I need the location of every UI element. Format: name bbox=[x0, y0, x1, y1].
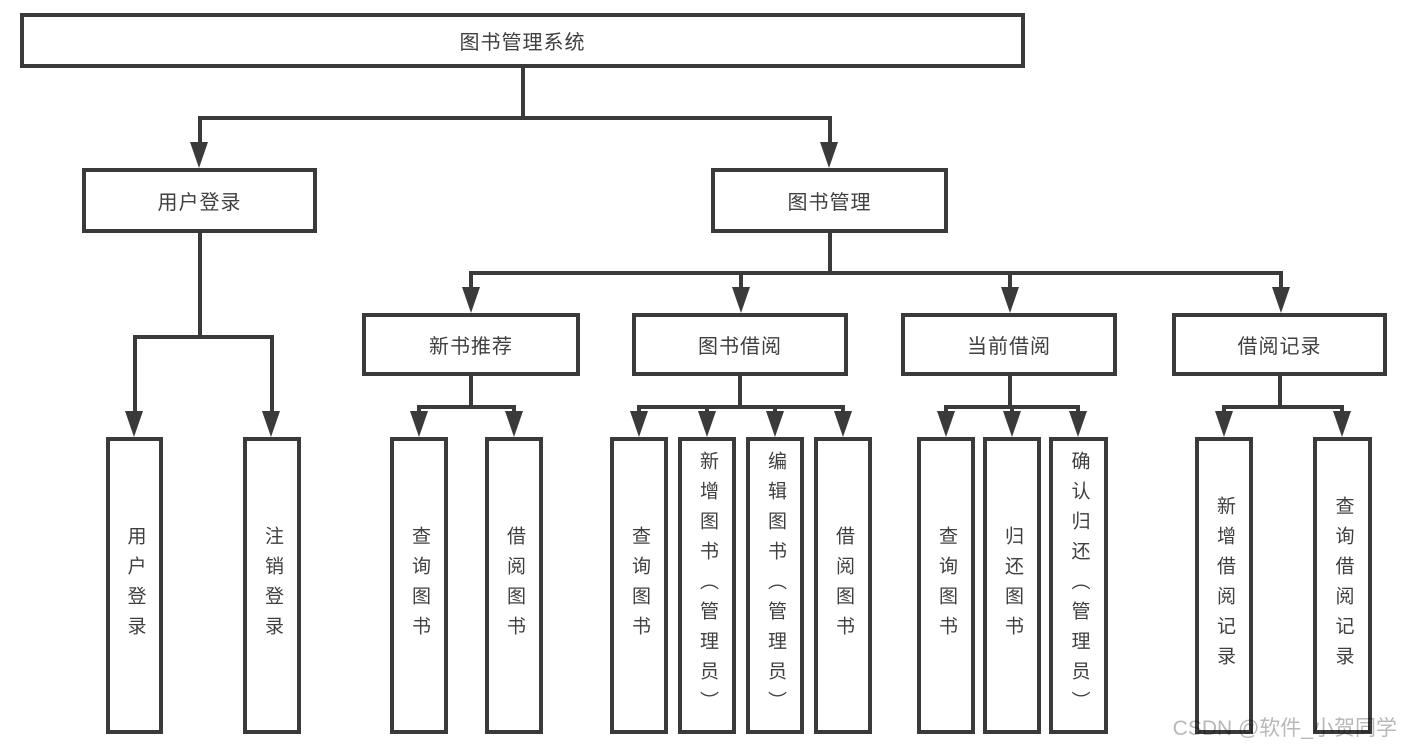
arrowhead-down-icon bbox=[766, 411, 784, 437]
connector-line bbox=[417, 405, 421, 414]
connector-line bbox=[1278, 376, 1282, 408]
arrowhead-down-icon bbox=[1215, 411, 1233, 437]
connector-line bbox=[469, 271, 473, 289]
arrowhead-down-icon bbox=[262, 411, 280, 437]
leaf-label: 新增图书（管理员） bbox=[697, 450, 718, 721]
connector-line bbox=[417, 405, 516, 409]
leaf-user-login: 用户登录 bbox=[106, 437, 163, 734]
leaf-query-books-current: 查询图书 bbox=[917, 437, 975, 734]
leaf-label: 借阅图书 bbox=[833, 525, 854, 646]
leaf-edit-books-admin: 编辑图书（管理员） bbox=[746, 437, 804, 734]
connector-line bbox=[637, 405, 845, 409]
leaf-add-books-admin: 新增图书（管理员） bbox=[678, 437, 736, 734]
node-current-borrowing: 当前借阅 bbox=[901, 313, 1117, 376]
leaf-label: 借阅图书 bbox=[504, 525, 525, 646]
leaf-label: 确认归还（管理员） bbox=[1068, 450, 1090, 721]
leaf-query-books-recommend: 查询图书 bbox=[390, 437, 448, 734]
leaf-query-books-borrowing: 查询图书 bbox=[610, 437, 668, 734]
connector-line bbox=[1279, 271, 1283, 289]
connector-line bbox=[1010, 405, 1014, 414]
leaf-add-borrow-record: 新增借阅记录 bbox=[1195, 437, 1253, 734]
leaf-label: 归还图书 bbox=[1002, 525, 1023, 646]
node-label: 用户登录 bbox=[157, 192, 242, 214]
leaf-label: 新增借阅记录 bbox=[1214, 495, 1235, 676]
connector-line bbox=[133, 335, 274, 339]
leaf-query-borrow-record: 查询借阅记录 bbox=[1313, 437, 1372, 734]
arrowhead-down-icon bbox=[410, 411, 428, 437]
connector-line bbox=[521, 68, 525, 118]
leaf-label: 查询借阅记录 bbox=[1332, 495, 1354, 676]
node-label: 图书借阅 bbox=[698, 336, 782, 358]
node-book-management: 图书管理 bbox=[711, 168, 948, 233]
connector-line bbox=[1076, 405, 1080, 414]
connector-line bbox=[1008, 271, 1012, 289]
leaf-label: 查询图书 bbox=[936, 525, 957, 646]
connector-line bbox=[198, 116, 832, 120]
arrowhead-down-icon bbox=[1003, 411, 1021, 437]
connector-line bbox=[198, 116, 202, 146]
leaf-label: 查询图书 bbox=[629, 525, 650, 646]
arrowhead-down-icon bbox=[820, 142, 838, 168]
connector-line bbox=[705, 405, 709, 414]
arrowhead-down-icon bbox=[1333, 411, 1351, 437]
arrowhead-down-icon bbox=[190, 142, 208, 168]
connector-line bbox=[1222, 405, 1226, 414]
arrowhead-down-icon bbox=[834, 411, 852, 437]
node-label: 当前借阅 bbox=[967, 336, 1051, 358]
connector-line bbox=[828, 233, 832, 275]
connector-line bbox=[469, 376, 473, 408]
connector-line bbox=[198, 233, 202, 337]
leaf-return-books: 归还图书 bbox=[983, 437, 1041, 734]
arrowhead-down-icon bbox=[1272, 287, 1290, 313]
connector-line bbox=[1008, 376, 1012, 408]
node-borrowing-records: 借阅记录 bbox=[1172, 313, 1387, 376]
node-library-system: 图书管理系统 bbox=[20, 13, 1025, 68]
arrowhead-down-icon bbox=[1069, 411, 1087, 437]
leaf-label: 编辑图书（管理员） bbox=[765, 450, 786, 721]
node-user-login: 用户登录 bbox=[82, 168, 317, 233]
connector-line bbox=[133, 335, 137, 414]
arrowhead-down-icon bbox=[125, 411, 143, 437]
connector-line bbox=[739, 271, 743, 289]
leaf-label: 注销登录 bbox=[262, 525, 283, 646]
connector-line bbox=[944, 405, 948, 414]
csdn-watermark: CSDN @软件_小贺同学 bbox=[1172, 717, 1397, 740]
leaf-logout: 注销登录 bbox=[243, 437, 301, 734]
connector-line bbox=[512, 405, 516, 414]
node-label: 新书推荐 bbox=[429, 336, 513, 358]
arrowhead-down-icon bbox=[630, 411, 648, 437]
connector-line bbox=[773, 405, 777, 414]
node-label: 图书管理系统 bbox=[459, 32, 586, 54]
connector-line bbox=[270, 335, 274, 414]
leaf-borrow-books-recommend: 借阅图书 bbox=[485, 437, 543, 734]
node-book-borrowing: 图书借阅 bbox=[632, 313, 848, 376]
arrowhead-down-icon bbox=[462, 287, 480, 313]
connector-line bbox=[1222, 405, 1344, 409]
connector-line bbox=[469, 271, 1283, 275]
connector-line bbox=[841, 405, 845, 414]
leaf-label: 用户登录 bbox=[124, 525, 146, 646]
connector-line bbox=[1340, 405, 1344, 414]
arrowhead-down-icon bbox=[505, 411, 523, 437]
arrowhead-down-icon bbox=[732, 287, 750, 313]
node-label: 图书管理 bbox=[787, 192, 872, 214]
leaf-confirm-return-admin: 确认归还（管理员） bbox=[1049, 437, 1108, 734]
connector-line bbox=[738, 376, 742, 408]
arrowhead-down-icon bbox=[937, 411, 955, 437]
leaf-label: 查询图书 bbox=[409, 525, 430, 646]
leaf-borrow-books-borrowing: 借阅图书 bbox=[814, 437, 872, 734]
node-new-book-recommendation: 新书推荐 bbox=[362, 313, 580, 376]
arrowhead-down-icon bbox=[698, 411, 716, 437]
connector-line bbox=[637, 405, 641, 414]
node-label: 借阅记录 bbox=[1237, 336, 1322, 358]
connector-line bbox=[828, 116, 832, 146]
arrowhead-down-icon bbox=[1001, 287, 1019, 313]
